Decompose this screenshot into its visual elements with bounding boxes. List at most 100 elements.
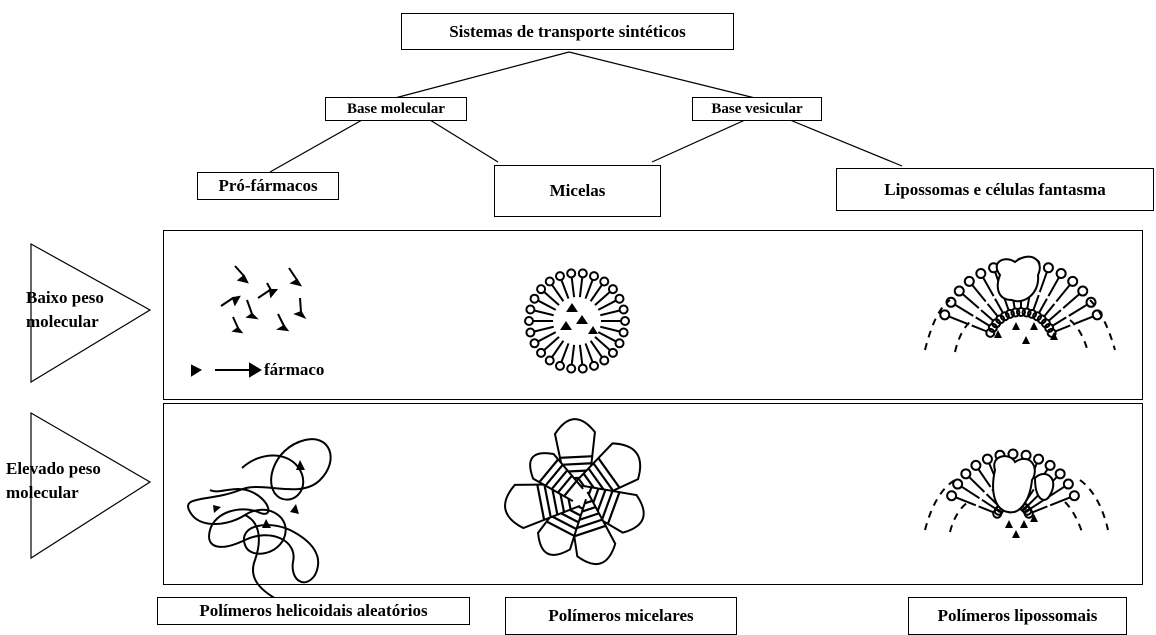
lipid-tail-inner [980,309,994,322]
liposome-polymer-loop [995,255,1041,303]
low-weight-label: Baixo peso molecular [26,286,156,334]
lobe-hatch [550,514,577,531]
micelle-tail [594,291,611,306]
lobe-hatch [559,455,594,459]
micelle-head [620,316,630,326]
micelle-head [607,347,618,358]
lobe-hatch [600,490,614,521]
lipid-tail [955,496,977,507]
lobe-hatch [592,462,614,492]
lipid-tail [977,468,992,488]
drug [1030,322,1038,330]
label-random-coil: Polímeros helicoidais aleatórios [157,597,470,625]
micelle-tail [551,284,565,302]
lipid-tail [1049,496,1071,507]
triangle-high [30,411,152,560]
lobe-hatch [543,484,552,518]
micelle-tail [600,325,620,333]
micelle-head [554,360,565,371]
drug [1022,336,1030,344]
micellar-lobe [574,484,645,534]
lipid-tail [949,315,970,326]
micelle-head [577,268,588,279]
high-weight-panel [163,403,1143,585]
micelle-head [614,293,625,304]
lipid-head [1067,275,1079,287]
micelle-head [554,271,565,282]
lipid-head [1062,478,1074,490]
micelle-tail [578,277,584,298]
prodrug-molecule-7 [276,313,290,332]
micelle-tail [570,277,576,298]
legend-label-farmaco: fármaco [264,360,325,379]
lipid-tail-inner [1043,303,1056,317]
lipid-tail [962,293,980,309]
connector-vesicular-micelas [651,119,746,163]
lipid-head [1054,468,1066,480]
micelle-tail [600,309,620,317]
lobe-hatch [597,457,621,489]
liposomal-polymer [924,448,1109,538]
lipid-head [1085,296,1097,308]
micelle-tail [534,325,554,333]
lobe-hatch [545,520,576,538]
lipid-head [952,478,964,490]
drug [1050,332,1058,340]
connector-root-vesicular [568,51,756,99]
connector-vesicular-lipossomas [789,119,903,167]
micelle-tail [570,344,576,365]
micelle-tail [543,291,560,306]
lobe-hatch [572,518,603,531]
lipid-head-inner [1023,508,1034,519]
bilayer-dashed-inner [954,319,1089,353]
liposome-drugs [1005,514,1038,538]
micelle-tail [534,309,554,317]
lobe-hatch [573,524,607,538]
triangle-low [30,242,152,384]
lipid-head [946,490,958,502]
micelle-head [529,293,540,304]
lobe-hatch [538,458,560,483]
micelas-box: Micelas [494,165,661,217]
drug [1012,530,1020,538]
micelle-head [566,268,577,279]
lipid-tail-inner [1055,324,1071,333]
lipid-tail [1055,284,1071,303]
micelle-head [577,363,588,374]
high-weight-line1: Elevado peso [6,459,101,478]
lobe-hatch [557,475,573,493]
bilayer-dashed-outer [924,479,1109,531]
prodrug-molecules [220,265,307,334]
lipid-tail-inner [978,505,994,514]
drug [1005,520,1013,528]
micelle-tail [589,340,603,358]
lipid-tail-inner [1030,499,1045,510]
low-weight-panel [163,230,1143,400]
legend-drug-symbol [191,362,262,378]
lipid-tail [968,476,986,493]
lipid-head [960,468,972,480]
micelle-drugs [560,303,598,334]
prodrug-molecule-3 [220,295,241,307]
lobe-hatch [563,481,577,497]
prodrug-molecule-2 [288,267,303,287]
lipid-tail [1047,277,1060,297]
lipid-head-inner [1004,308,1015,319]
lobe-hatch [606,491,621,525]
micelle-tail [597,331,617,343]
bilayer-dashed-outer [924,299,1116,351]
micelle-head [544,276,555,287]
label-liposomal: Polímeros lipossomais [908,597,1127,635]
lipid-tail-inner [1048,309,1062,322]
root-box: Sistemas de transporte sintéticos [401,13,734,50]
micelle-head [529,338,540,349]
prodrug-molecule-1 [234,265,249,284]
micelle-head [589,360,600,371]
lipid-tail-inner [981,499,996,510]
micelle-head [524,316,534,326]
lipid-tail [1068,304,1088,317]
micelle-tail [543,336,560,351]
lipid-tail [982,277,995,297]
lipid-tail-inner [1032,294,1040,311]
